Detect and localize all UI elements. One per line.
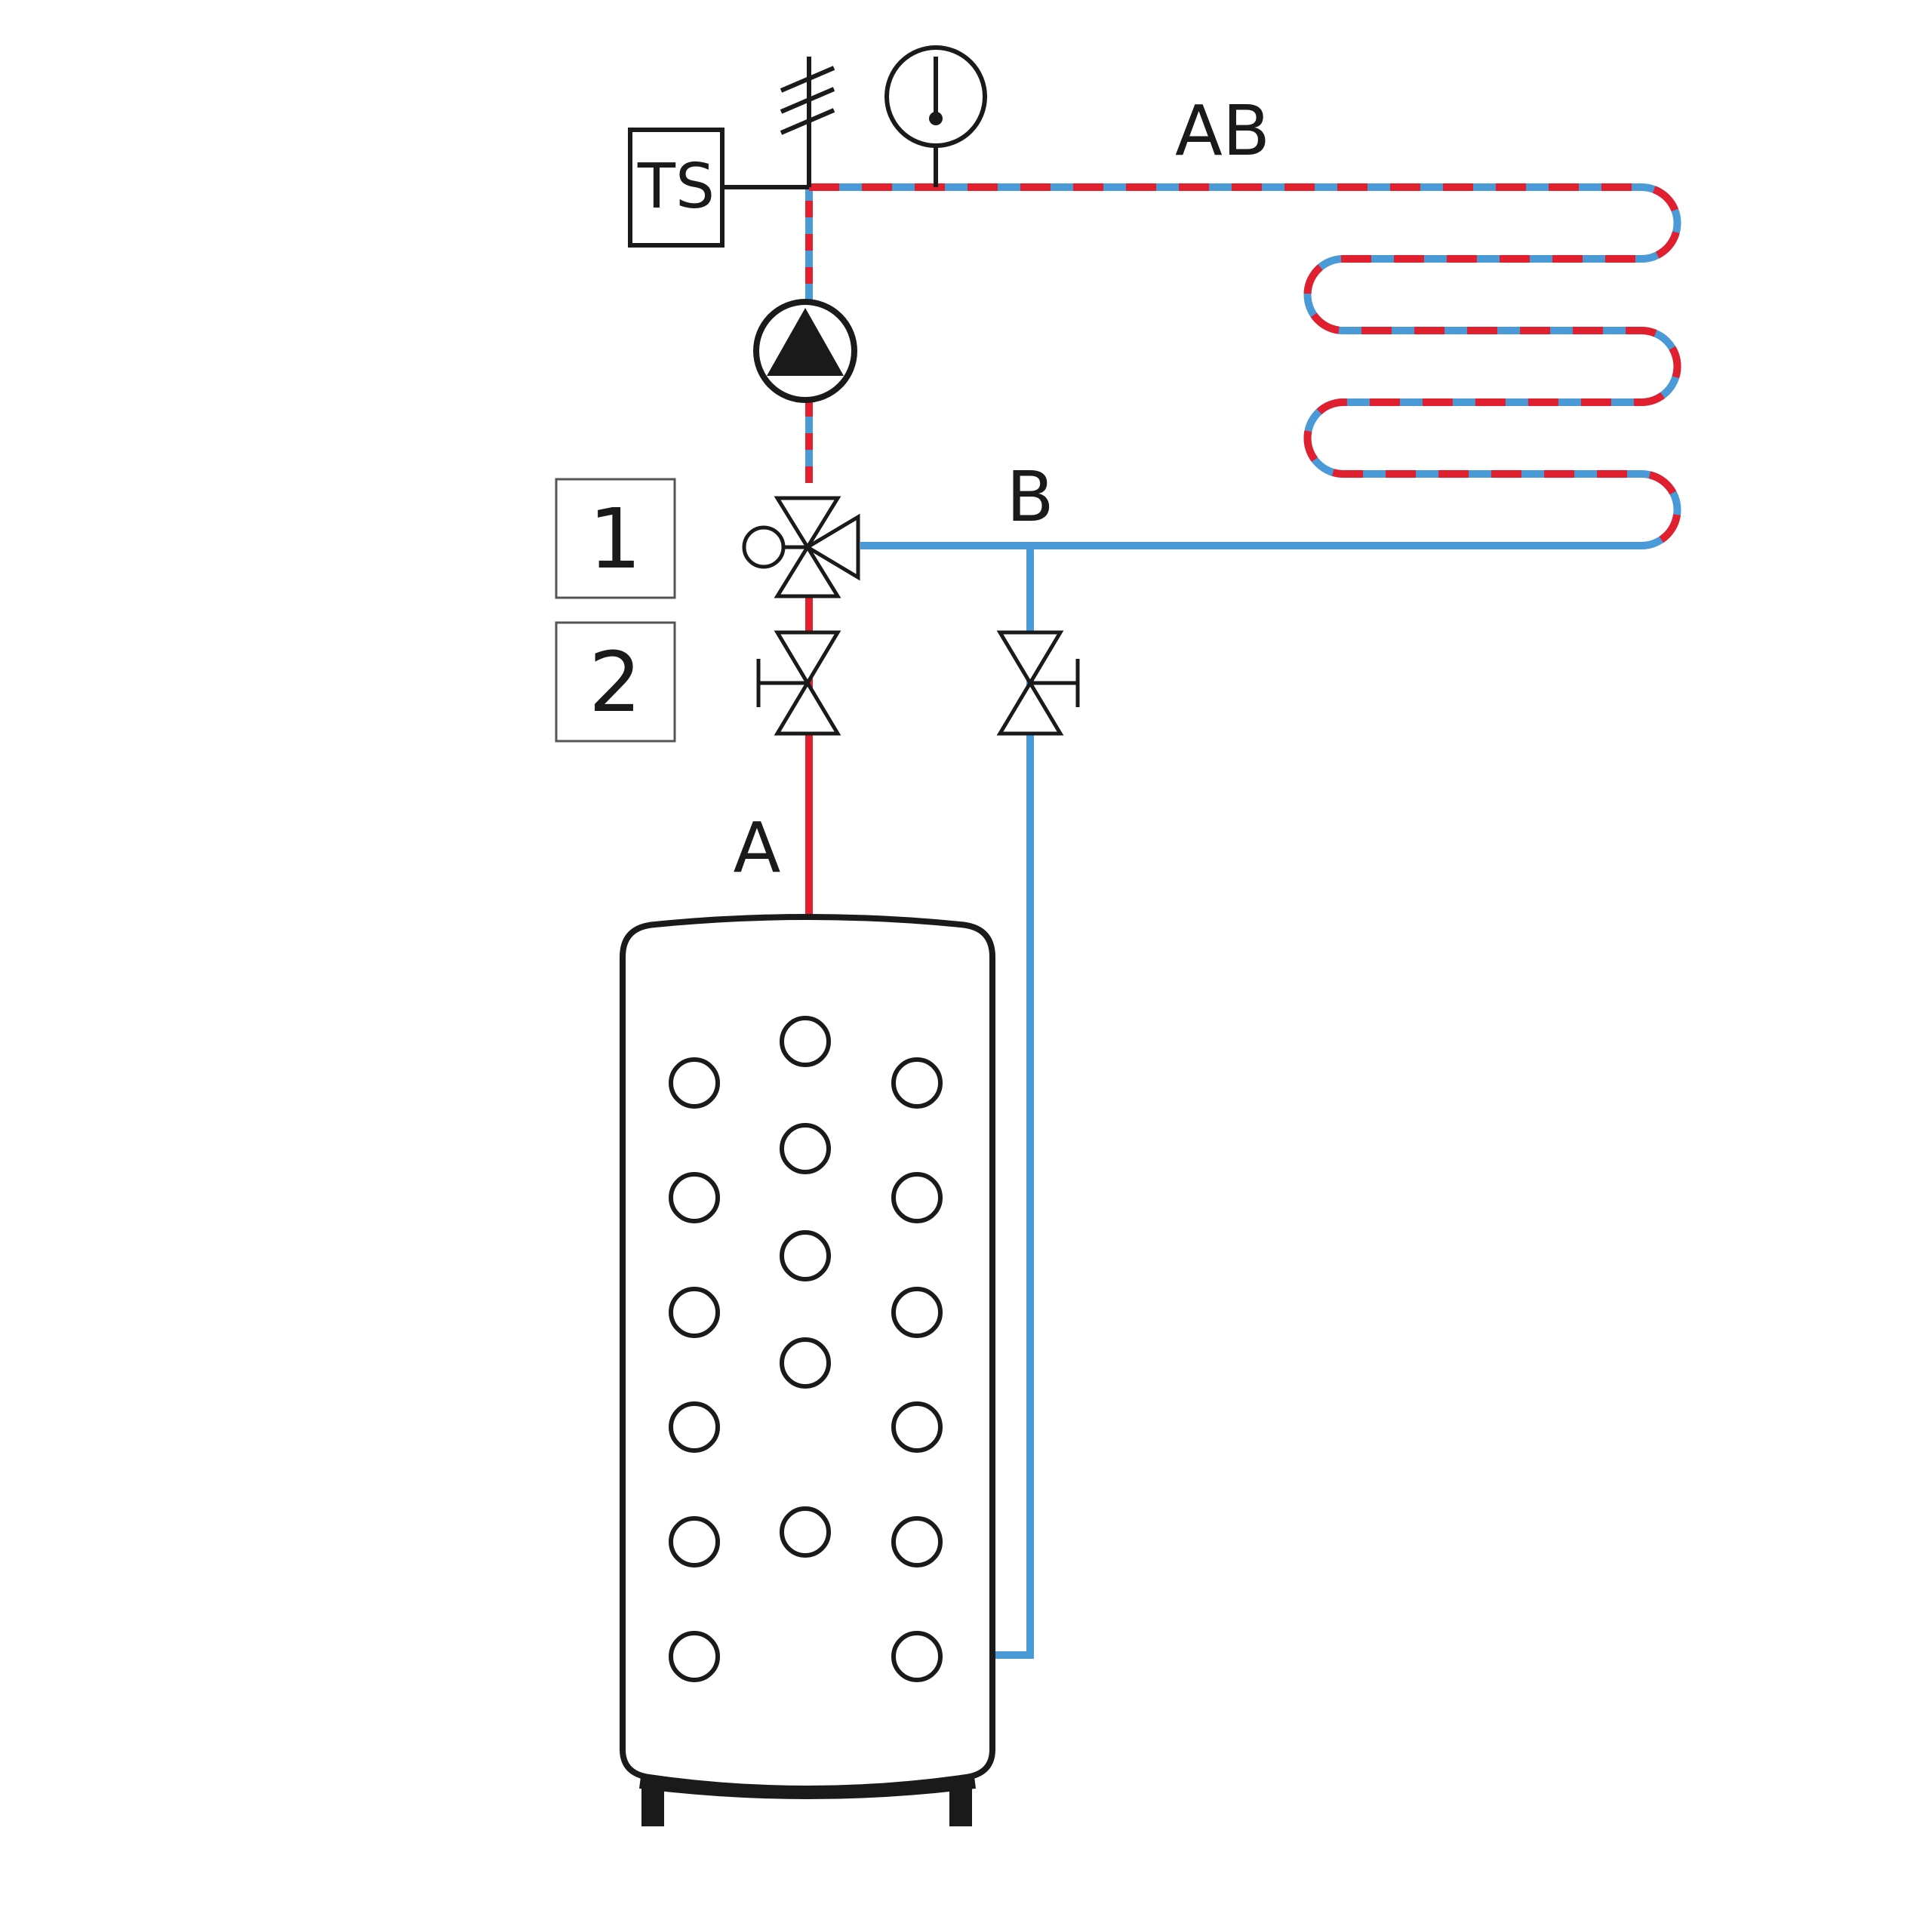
coil-circle xyxy=(780,1123,831,1174)
coil-circle xyxy=(780,1016,831,1067)
coil-circle xyxy=(891,1401,943,1453)
box-1-label: 1 xyxy=(589,491,641,587)
a-label: A xyxy=(734,808,781,888)
callout-box-1: 1 xyxy=(555,478,676,599)
coil-circle xyxy=(780,1230,831,1281)
coil-circle xyxy=(891,1631,943,1682)
callout-box-2: 2 xyxy=(555,621,676,743)
temperature-sensor-icon: TS xyxy=(628,128,809,248)
shutoff-valve-b-icon xyxy=(996,630,1080,736)
buffer-tank-icon xyxy=(620,914,995,1826)
coil-circle xyxy=(669,1287,720,1338)
coil-circle xyxy=(891,1287,943,1338)
underfloor-coil xyxy=(809,183,1681,549)
air-vent-icon xyxy=(780,57,835,187)
b-label: B xyxy=(1006,457,1054,537)
coil-circle xyxy=(780,1506,831,1558)
return-pipe-b xyxy=(860,542,1641,1659)
three-way-valve-icon xyxy=(742,496,860,598)
coil-circle xyxy=(669,1057,720,1109)
coil-circle xyxy=(891,1172,943,1223)
shutoff-valve-a-icon xyxy=(756,630,841,736)
thermometer-icon xyxy=(884,45,987,187)
coil-circle xyxy=(669,1631,720,1682)
tank-body xyxy=(620,914,995,1792)
coil-circle xyxy=(669,1172,720,1223)
pump-icon xyxy=(753,299,857,403)
coil-circle xyxy=(669,1516,720,1567)
coil-circle xyxy=(780,1337,831,1389)
coil-circle xyxy=(891,1057,943,1109)
box-2-label: 2 xyxy=(589,634,641,731)
ab-label: AB xyxy=(1175,91,1270,171)
ts-label: TS xyxy=(637,151,715,223)
coil-circle xyxy=(669,1401,720,1453)
coil-circle xyxy=(891,1516,943,1567)
